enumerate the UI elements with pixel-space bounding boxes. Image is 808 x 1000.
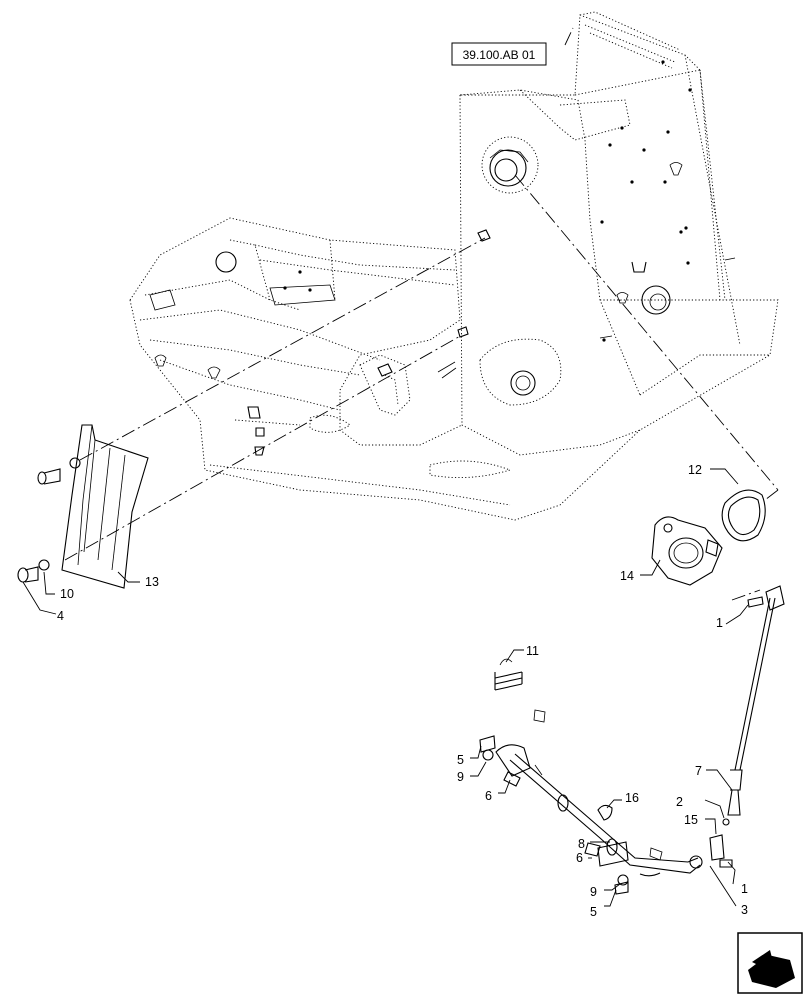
callout-14: 14: [620, 569, 634, 583]
callout-2: 2: [676, 795, 683, 809]
part-8-shaft: [495, 744, 703, 877]
part-13-shield: [61, 424, 149, 589]
part-6-screw: [503, 709, 663, 861]
callout-5-lower: 5: [590, 905, 597, 919]
callout-7: 7: [695, 764, 702, 778]
part-12-ring: [721, 489, 766, 542]
callout-16: 16: [625, 791, 639, 805]
leader-lines: [22, 468, 749, 907]
reference-label-box[interactable]: 39.100.AB 01: [451, 42, 547, 66]
reference-label[interactable]: 39.100.AB 01: [463, 48, 536, 62]
callout-1-upper: 1: [716, 616, 723, 630]
part-2-nut: [722, 818, 730, 826]
callout-12: 12: [688, 463, 702, 477]
callout-5-upper: 5: [457, 753, 464, 767]
callout-9-upper: 9: [457, 770, 464, 784]
direction-arrow-icon: [737, 932, 803, 994]
callout-13: 13: [145, 575, 159, 589]
callout-4: 4: [57, 609, 64, 623]
callout-8: 8: [578, 837, 585, 851]
part-7-rod: [727, 585, 785, 816]
part-16-clip: [597, 804, 613, 821]
callout-9-lower: 9: [590, 885, 597, 899]
callout-10: 10: [60, 587, 74, 601]
chassis-frame: [129, 11, 779, 521]
callout-3: 3: [741, 903, 748, 917]
part-14-plate: [651, 516, 723, 586]
part-10-washer: [38, 457, 81, 571]
callout-numbers: 1 1 2 3 4 5 5 6 6 7 8 9 9 10 11 12 13 14…: [57, 463, 748, 919]
part-11-spring: [494, 658, 523, 691]
callout-1-lower: 1: [741, 882, 748, 896]
part-15-clevis: [709, 834, 725, 861]
callout-11: 11: [526, 644, 539, 658]
callout-15: 15: [684, 813, 698, 827]
callout-6-lower: 6: [576, 851, 583, 865]
part-1-pin: [719, 596, 764, 868]
callout-6-upper: 6: [485, 789, 492, 803]
center-lines: [64, 27, 779, 601]
part-5-bolt: [479, 735, 629, 895]
